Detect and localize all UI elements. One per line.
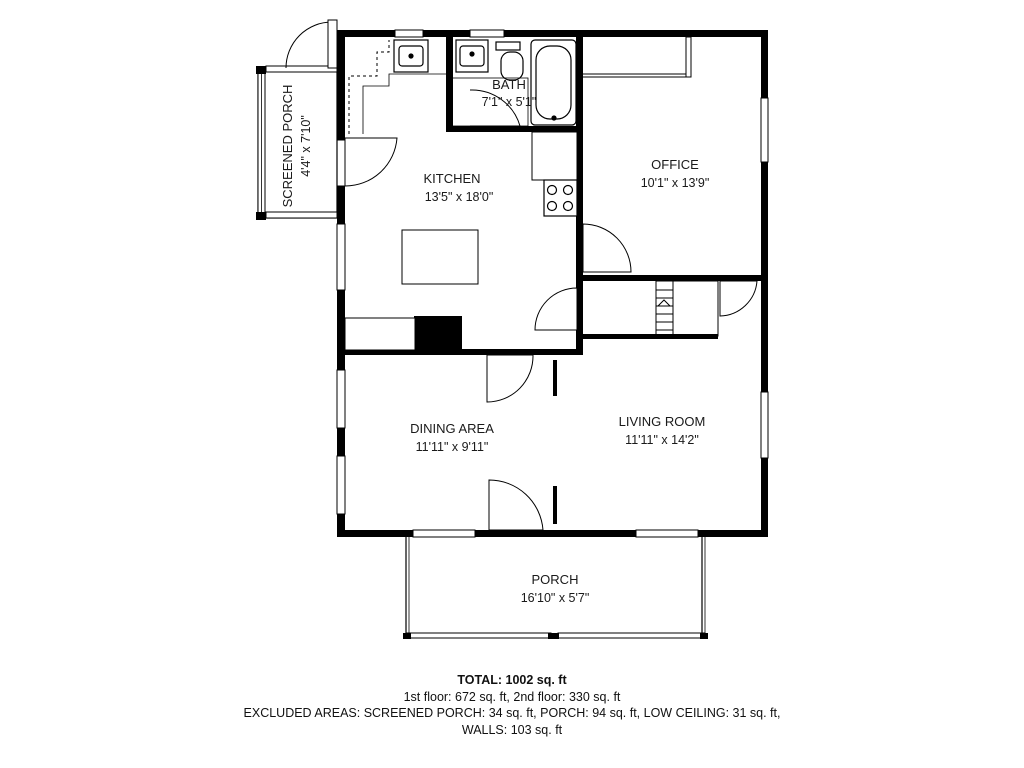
doors [344,89,758,531]
kitchen-name: KITCHEN [423,171,480,186]
screened-porch-dims: 4'4" x 7'10" [299,115,313,177]
floor-areas: 1st floor: 672 sq. ft, 2nd floor: 330 sq… [403,689,621,704]
dining-area-dims: 11'11" x 9'11" [416,440,489,454]
porch-dims: 16'10" x 5'7" [521,591,590,605]
total-area: TOTAL: 1002 sq. ft [457,673,567,687]
stairs [655,280,719,337]
porch-name: PORCH [532,572,579,587]
front-porch-structure [403,537,708,639]
living-room-dims: 11'11" x 14'2" [625,433,699,447]
bath-dims: 7'1" x 5'1" [482,95,537,109]
kitchen-fixtures [344,39,578,351]
interior-walls [337,36,768,355]
floor-plan: BATH 7'1" x 5'1" KITCHEN 13'5" x 18'0" O… [256,19,769,639]
room-labels: BATH 7'1" x 5'1" KITCHEN 13'5" x 18'0" O… [280,77,709,605]
screened-porch-structure [256,19,338,220]
excluded-areas-line2: WALLS: 103 sq. ft [461,722,563,737]
partitions [553,360,557,524]
office-name: OFFICE [651,157,699,172]
office-closet [583,36,692,78]
area-summary: TOTAL: 1002 sq. ft 1st floor: 672 sq. ft… [0,672,1024,738]
office-dims: 10'1" x 13'9" [641,176,710,190]
bath-name: BATH [492,77,526,92]
dining-area-name: DINING AREA [410,421,494,436]
windows [336,29,769,538]
screened-porch-name: SCREENED PORCH [280,85,295,208]
bath-fixtures [451,39,577,127]
kitchen-dims: 13'5" x 18'0" [425,190,494,204]
living-room-name: LIVING ROOM [619,414,706,429]
excluded-areas-line1: EXCLUDED AREAS: SCREENED PORCH: 34 sq. f… [243,706,781,720]
